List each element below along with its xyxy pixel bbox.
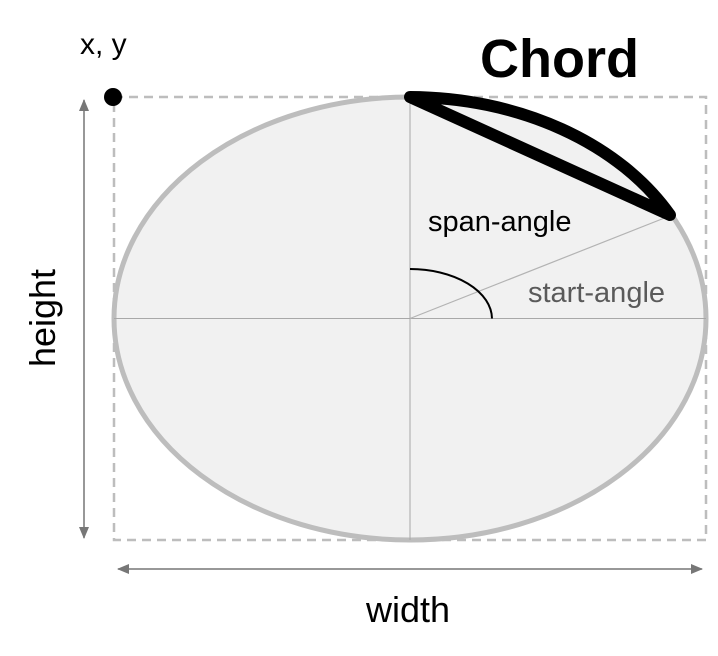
origin-label: x, y [80, 28, 127, 61]
origin-point [104, 88, 122, 106]
angle-arc [409, 268, 493, 319]
start-angle-radius [409, 216, 668, 320]
span-angle-label: span-angle [428, 206, 572, 238]
diagram-title: Chord [480, 29, 639, 89]
start-angle-label: start-angle [528, 277, 665, 309]
height-label: height [22, 269, 63, 367]
width-label: width [365, 589, 450, 630]
chord-shape [404, 91, 676, 221]
